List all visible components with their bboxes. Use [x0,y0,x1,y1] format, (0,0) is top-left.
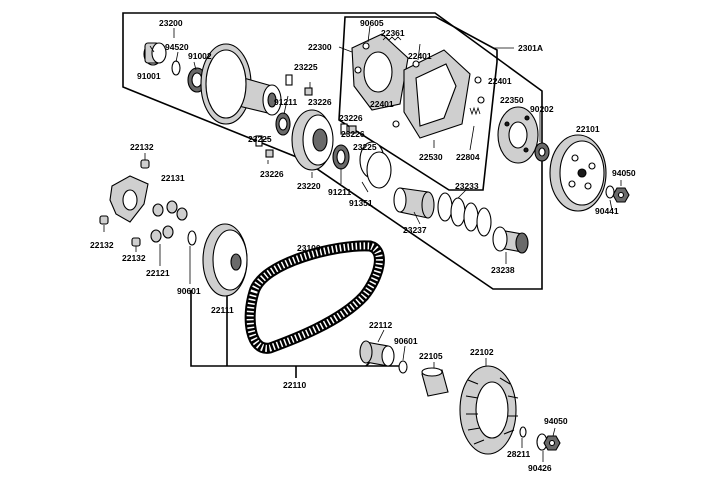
label-22401-c: 22401 [370,99,394,109]
label-22121: 22121 [146,268,170,278]
label-22401-b: 22401 [488,76,512,86]
part-91351-o-ring [359,141,392,189]
part-90601-ring-2 [398,360,408,374]
label-22101: 22101 [576,124,600,134]
part-22350-plate [497,106,539,164]
part-22401-pin [392,60,482,128]
label-23225-c: 23225 [353,142,377,152]
part-22111-drive-face [202,223,248,297]
part-22804-spring [469,96,485,116]
label-2301A: 2301A [518,43,543,53]
label-22350: 22350 [500,95,524,105]
part-94520-ring [171,60,181,76]
label-23226-a: 23226 [308,97,332,107]
part-23200-sliding-sheave [200,43,282,125]
label-23200: 23200 [159,18,183,28]
label-90426: 90426 [528,463,552,473]
label-22300: 22300 [308,42,332,52]
part-23100-belt [244,240,385,354]
part-22300-plate [351,33,409,111]
part-22101-clutch-bell [549,134,607,212]
label-23225-b: 23225 [248,134,272,144]
label-90601-b: 90601 [394,336,418,346]
label-23233: 23233 [455,181,479,191]
label-22112: 22112 [369,320,392,330]
label-91001: 91001 [137,71,161,81]
label-22132-a: 22132 [130,142,154,152]
label-91211-b: 91211 [328,187,351,197]
leader-lines [103,25,622,462]
part-23233-spring [437,192,492,237]
label-90601-a: 90601 [177,286,201,296]
label-91211-a: 91211 [274,97,297,107]
label-94050-b: 94050 [544,416,568,426]
label-22804: 22804 [456,152,480,162]
part-22102-fan-drive-face [459,365,519,455]
part-22530-shoe [403,49,471,139]
label-22102: 22102 [470,347,494,357]
label-22530: 22530 [419,152,443,162]
part-94050-nut [612,187,630,203]
part-28211-washer [519,426,527,438]
part-91211-seal-2 [332,144,350,170]
label-22111: 22111 [211,305,234,315]
part-23220-fixed-sheave [291,109,334,171]
label-94520: 94520 [165,42,189,52]
label-90441: 90441 [595,206,619,216]
label-22110: 22110 [283,380,306,390]
label-22401-a: 22401 [408,51,432,61]
shoe-plate-assembly-outline [338,16,498,191]
part-91211-seal [275,112,291,136]
part-91001-bushing [143,42,167,66]
part-90441-washer [605,185,615,199]
part-94050-nut-2 [543,435,561,451]
label-23100: 23100 [297,243,321,253]
label-91002: 91002 [188,51,212,61]
label-94050-a: 94050 [612,168,636,178]
label-22132-c: 22132 [122,253,146,263]
part-labels: 23200 94520 91002 91001 23225 91211 2322… [90,18,636,473]
label-23226-b: 23226 [339,113,363,123]
label-22105: 22105 [419,351,443,361]
part-23237-collar [393,187,435,219]
label-23237: 23237 [403,225,427,235]
label-23220: 23220 [297,181,321,191]
label-23226-c: 23226 [260,169,284,179]
part-23225-pin [255,74,348,147]
part-90601-ring [187,230,197,246]
part-22105-spacer [421,367,449,397]
part-23238-collar [492,226,529,254]
label-23225-a: 23225 [294,62,318,72]
label-91351: 91351 [349,198,373,208]
part-22131-ramp-plate [109,175,149,223]
part-23226-roller [265,87,357,158]
part-90202-nut [534,142,550,162]
label-22131: 22131 [161,173,185,183]
label-90202: 90202 [530,104,554,114]
part-22361-spring [382,36,402,41]
part-22132-slider [99,159,150,247]
part-90605-clip [354,42,370,74]
label-90605: 90605 [360,18,384,28]
label-22361: 22361 [381,28,405,38]
label-23226-d: 23226 [341,129,365,139]
label-22132-b: 22132 [90,240,114,250]
part-22121-weight-rollers [150,200,188,243]
label-28211: 28211 [507,449,530,459]
part-22112-collar [359,340,395,367]
label-23238: 23238 [491,265,515,275]
